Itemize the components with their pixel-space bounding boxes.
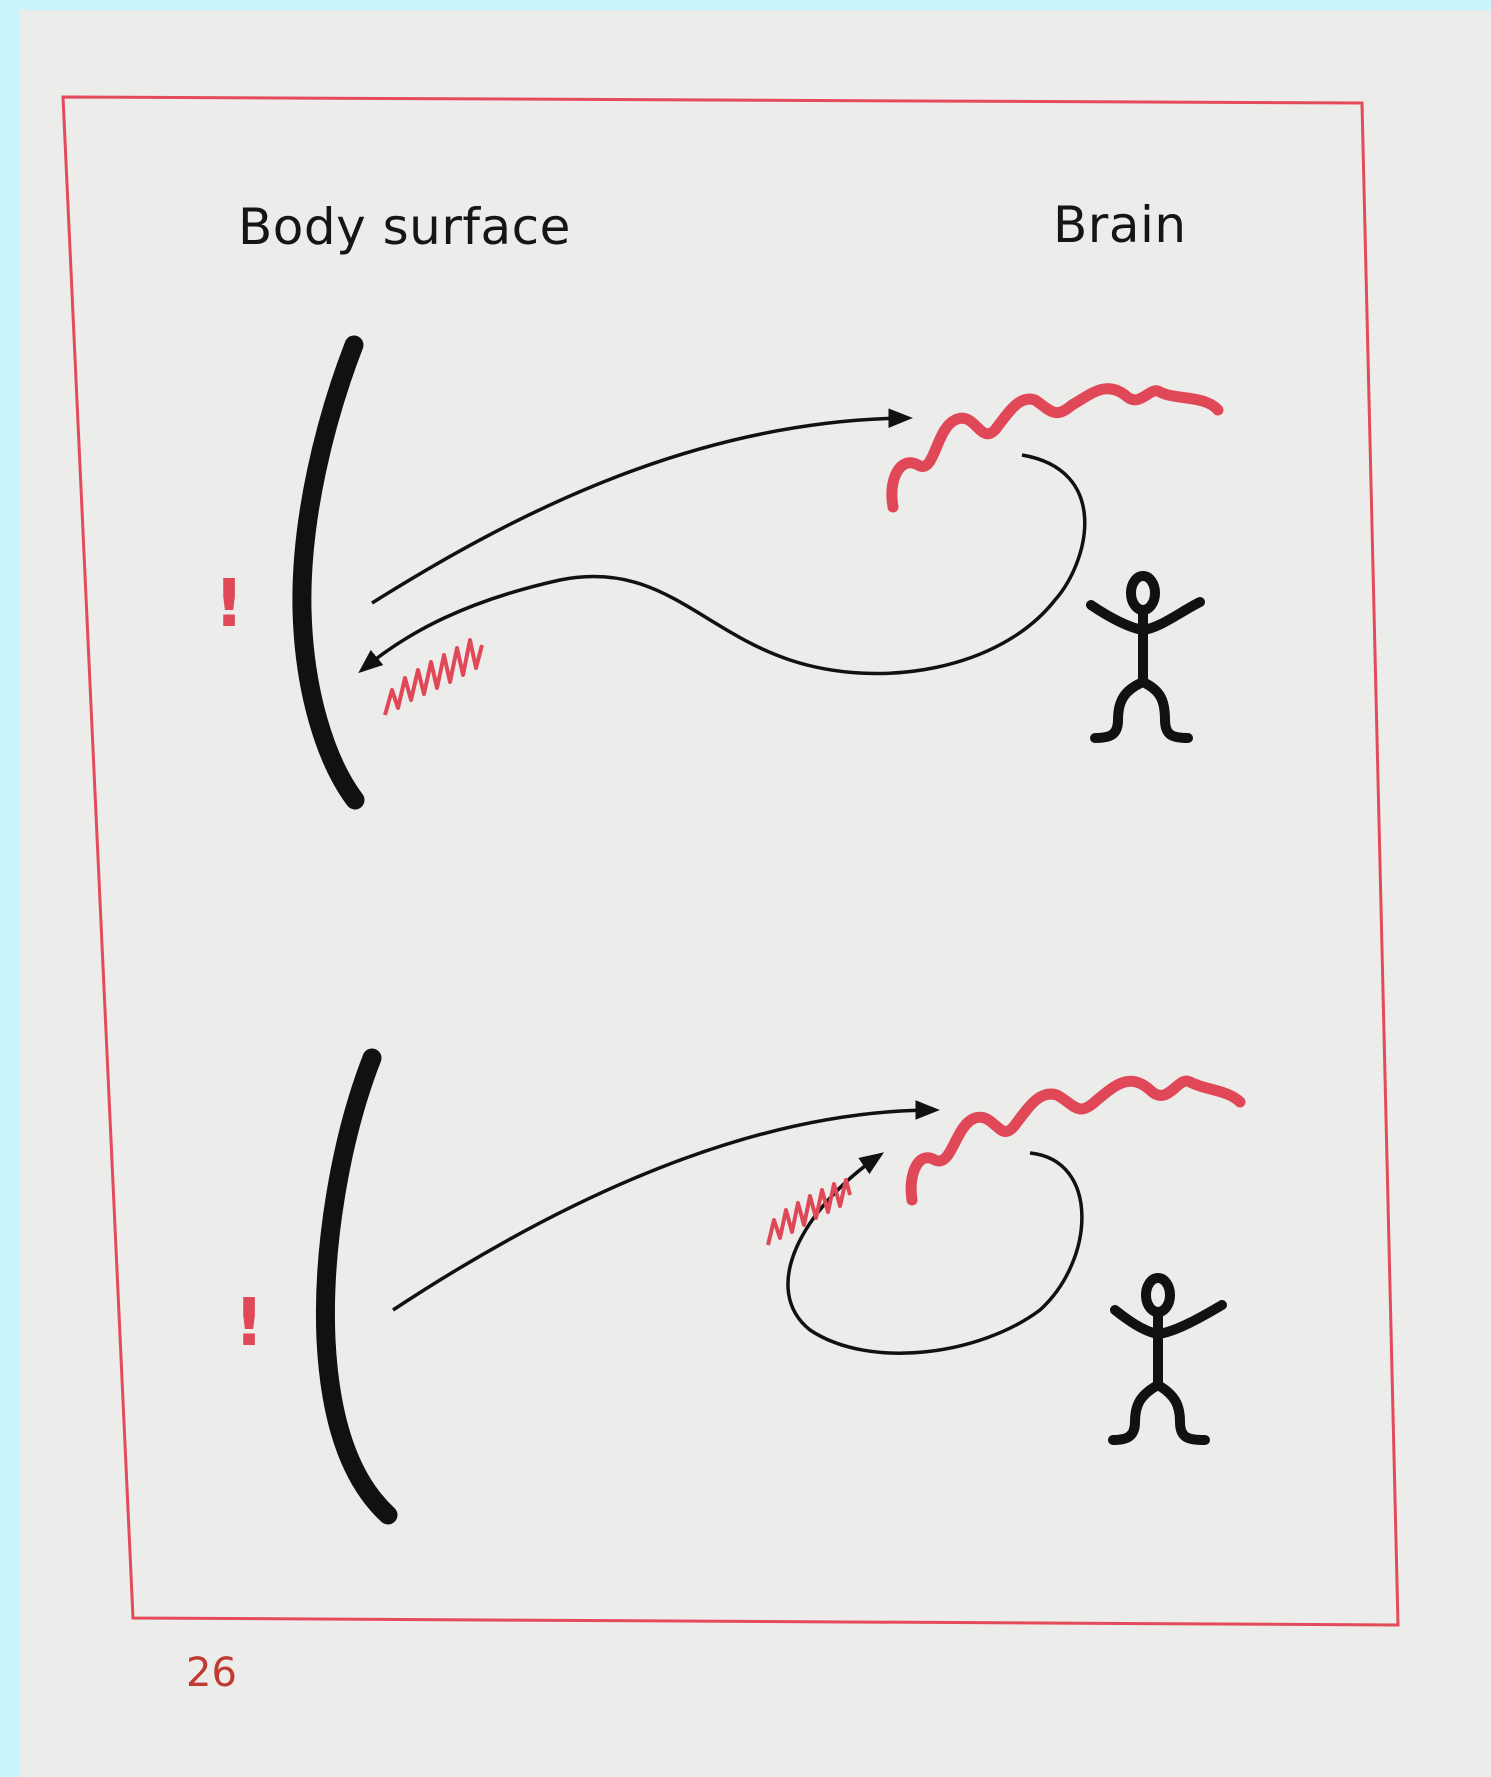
outgoing-arrow-top	[372, 418, 908, 603]
stick-figure-top	[1091, 576, 1200, 738]
stick-figure-bottom	[1113, 1278, 1222, 1440]
body-surface-label: Body surface	[238, 198, 571, 256]
exclamation-mark-bottom: !	[234, 1284, 264, 1361]
jagged-signal-top	[385, 640, 482, 715]
brain-wave-top	[892, 389, 1218, 507]
outgoing-arrow-bottom	[393, 1110, 935, 1310]
body-surface-line-bottom	[325, 1058, 388, 1515]
loop-arrow-bottom	[788, 1153, 1082, 1353]
figure-frame	[63, 97, 1398, 1625]
page-number: 26	[186, 1650, 237, 1696]
exclamation-mark-top: !	[214, 565, 244, 642]
body-surface-line-top	[302, 345, 355, 800]
brain-label: Brain	[1053, 196, 1187, 254]
